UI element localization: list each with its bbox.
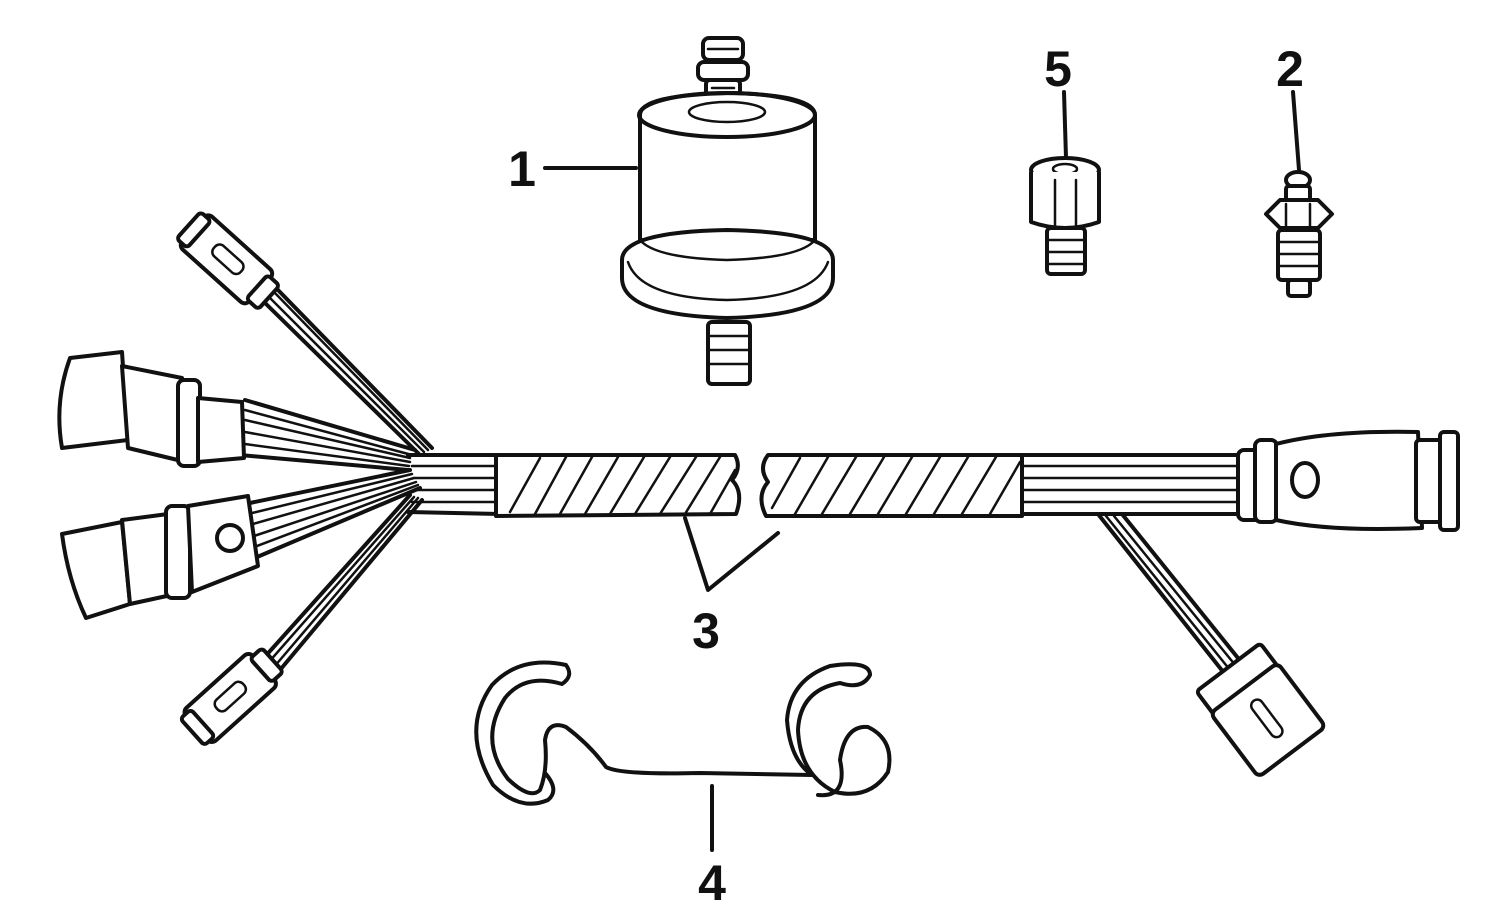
- part-1-pressure-sender: [543, 36, 835, 386]
- callout-5: 5: [1044, 41, 1072, 97]
- callout-1: 1: [508, 141, 536, 197]
- part-5-adapter-fitting: [1029, 90, 1101, 276]
- callout-2: 2: [1276, 41, 1304, 97]
- part-2-temperature-sender: [1264, 90, 1334, 298]
- part-3-wiring-harness: [57, 211, 1460, 777]
- callout-3: 3: [692, 603, 720, 659]
- part-4-harness-clip: [474, 660, 892, 852]
- callout-4: 4: [698, 855, 726, 911]
